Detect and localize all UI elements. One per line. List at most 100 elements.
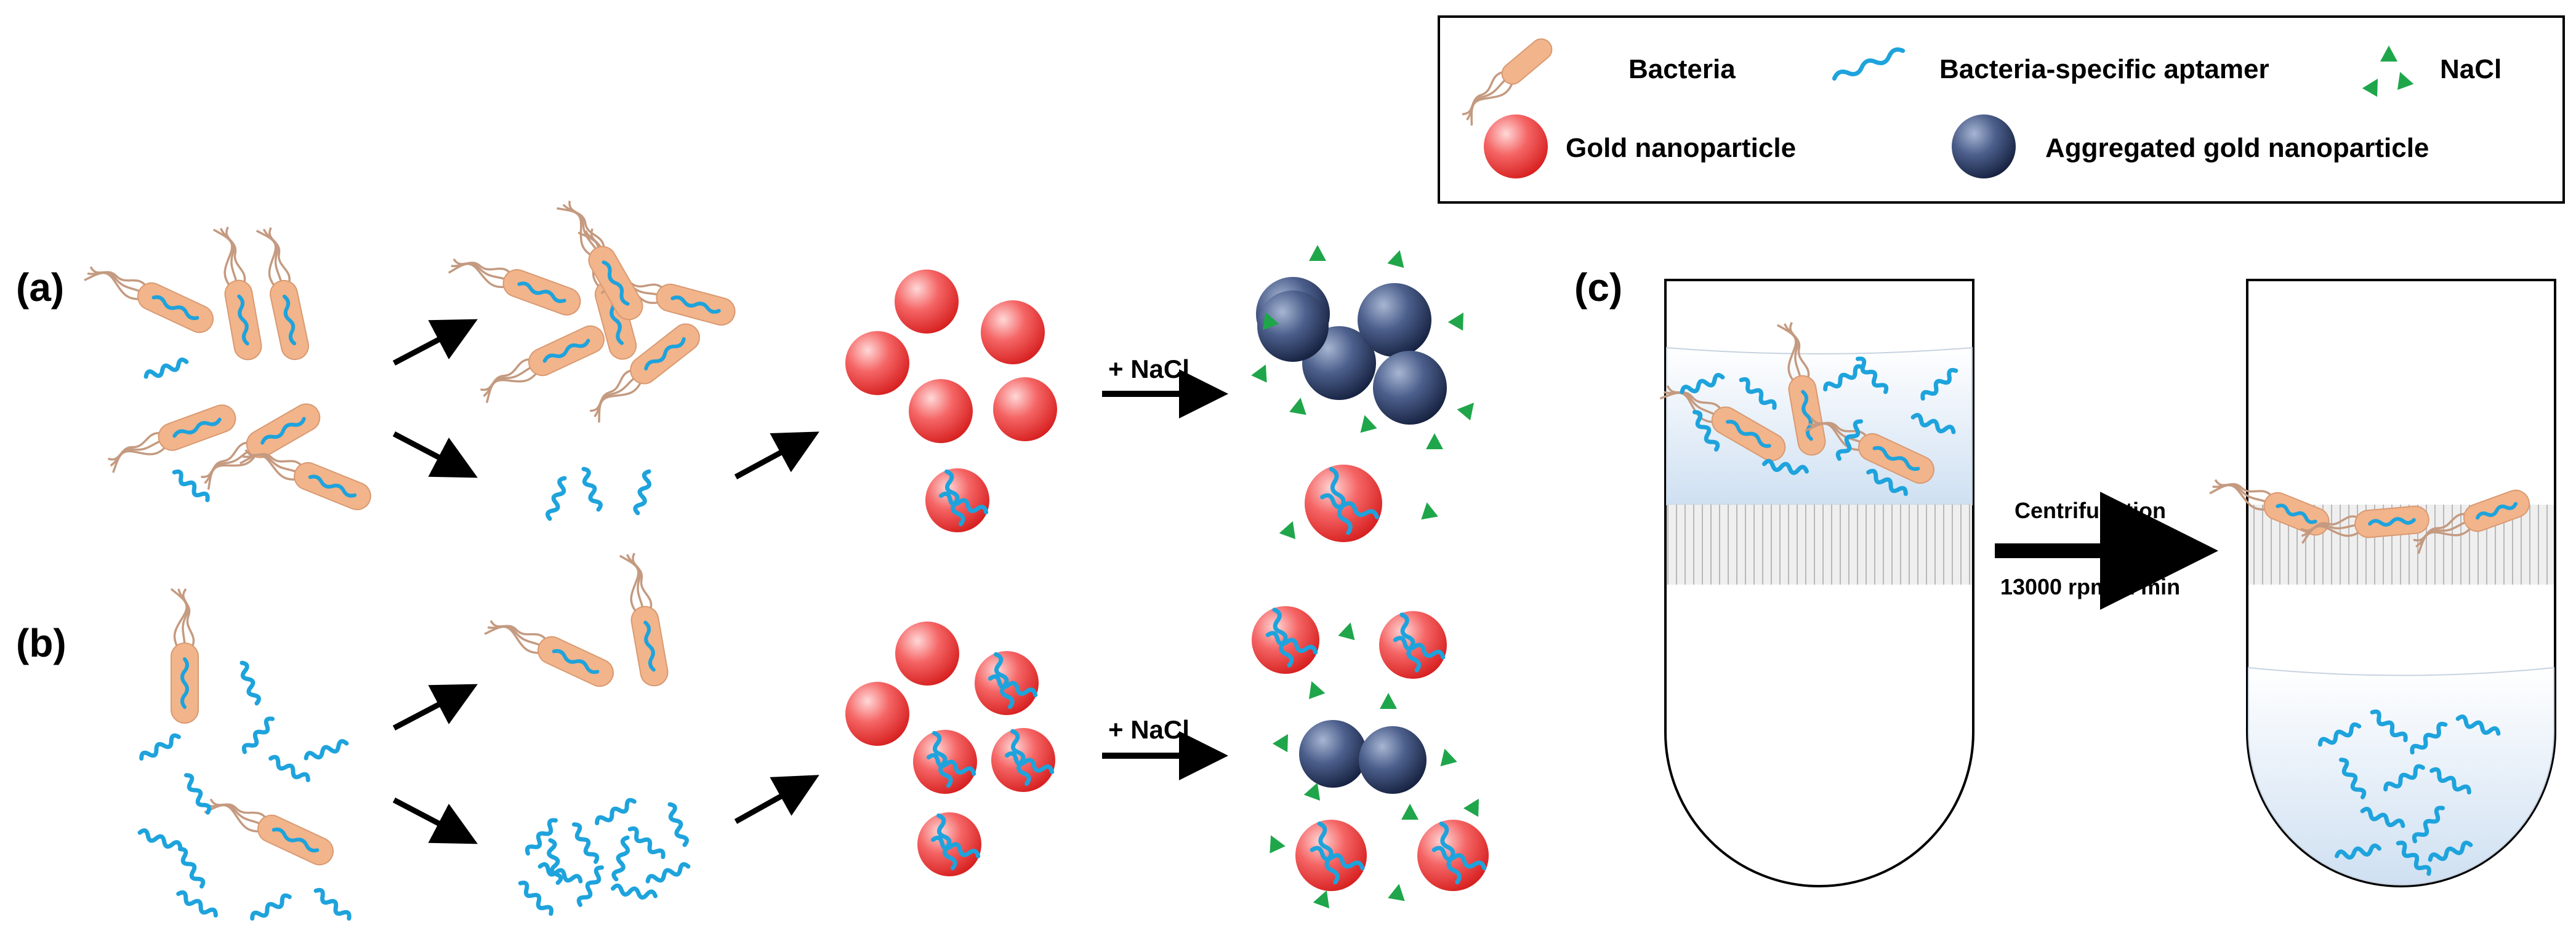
panel-a: + NaCl [84,201,1474,542]
bacterium [212,226,262,361]
flagellum [1776,324,1797,382]
bound-aptamer [552,649,600,674]
bacterium [448,258,581,316]
aptamer-strand [1856,356,1889,394]
nacl-crystal [1251,364,1267,383]
nacl-crystal [1463,798,1479,817]
gold-nanoparticle [845,331,909,395]
panel-b-gold-nanoparticles [845,622,1055,876]
panel-b: + NaCl [137,553,1489,921]
centrifugation-label: Centrifugation [2015,498,2166,523]
bound-aptamer [1801,390,1813,441]
bacterium [1776,322,1826,456]
nacl-crystal [1289,398,1306,415]
flagellum [84,271,140,300]
gold-nanoparticle [895,270,959,334]
tube-before [1659,279,1974,887]
flagellum [89,266,147,287]
gold-nanoparticle [895,622,959,686]
bacterium [2209,479,2330,536]
bacterium [201,403,321,490]
panel-a-arrow-to-gold [734,431,819,479]
aptamer-strand [932,730,953,788]
aptamer-strand [1835,419,1863,461]
panel-a-nacl-label: + NaCl [1108,354,1189,383]
aptamer-strand [576,865,604,907]
flagellum [619,554,640,613]
bound-aptamer [517,281,566,303]
flagellum [201,441,249,478]
panel-b-arrow-down [392,798,478,844]
flagellum [598,381,642,423]
flagellum [1659,391,1714,423]
bound-aptamer [602,260,630,306]
bacterium [256,227,309,361]
aptamer-strand [547,838,563,885]
aptamer-strand [1823,364,1865,391]
flagellum [453,258,511,274]
aptamer-strand [518,881,553,916]
flagellum [568,201,605,249]
aptamer-strand [525,818,558,856]
aptamer-strand [2339,758,2367,799]
aptamer-strand [611,835,630,882]
bound-aptamer [172,417,222,438]
legend-aptamer-label: Bacteria-specific aptamer [1939,54,2269,84]
bound-aptamer [670,295,721,314]
bacterium [480,325,605,404]
nacl-crystal [1272,734,1288,753]
aptamer-strand [2335,843,2381,860]
aptamer-strand [1832,47,1906,81]
gold-nanoparticle [981,300,1045,364]
bound-aptamer [308,474,357,498]
panel-c: Centrifugation 13000 rpm, 2 min [1659,279,2556,887]
nacl-crystal [2380,46,2397,62]
legend-aggregated-nanoparticle-icon [1952,114,2016,178]
bacterium [84,266,214,334]
panel-label-b: (b) [16,621,66,665]
aptamer-strand [143,358,189,379]
legend-bacteria-label: Bacteria [1628,54,1736,84]
aptamer-strand [572,822,600,864]
aptamer-strand [1393,636,1446,660]
tube-before-contents [1659,322,1958,496]
tube-before-filter-membrane [1667,505,1972,585]
panel-a-bound-bacteria [448,201,736,423]
aptamer-strand [178,847,206,889]
bacterium [484,620,614,687]
nacl-crystal [1388,884,1405,902]
nacl-crystal [1447,312,1463,331]
bound-aptamer [2475,502,2518,520]
nacl-crystal [1313,890,1330,909]
nacl-crystal [1309,245,1326,261]
aptamer-strand [581,466,603,512]
bacterium [239,449,371,511]
bacterium [557,201,643,321]
flagellum [590,369,632,412]
aptamer-strand [2360,807,2405,828]
flagellum [268,227,291,284]
legend-box [1438,15,2565,204]
panel-a-arrow-up [392,319,478,366]
legend-aggregated-label: Aggregated gold nanoparticle [2045,133,2429,163]
flagellum [209,798,267,819]
aptamer-strand [537,862,583,884]
aptamer-strand [2370,709,2408,742]
nacl-crystal [1308,681,1326,700]
aptamer-strand [2428,841,2473,862]
bacterium [204,798,334,866]
aptamer-strand [633,469,652,516]
flagellum [485,372,537,404]
flagellum [256,230,277,287]
flagellum [112,446,166,473]
aptamer-strand [1329,466,1353,535]
flagellum [557,207,592,257]
bound-aptamer [1872,446,1920,471]
bound-aptamer [282,294,297,346]
aptamer-strand [1004,751,1055,774]
panel-a-free-aptamers [545,466,652,521]
flagellum [2417,527,2472,554]
panel-a-gold-nanoparticles [845,270,1057,532]
panel-a-mixture [84,226,371,511]
